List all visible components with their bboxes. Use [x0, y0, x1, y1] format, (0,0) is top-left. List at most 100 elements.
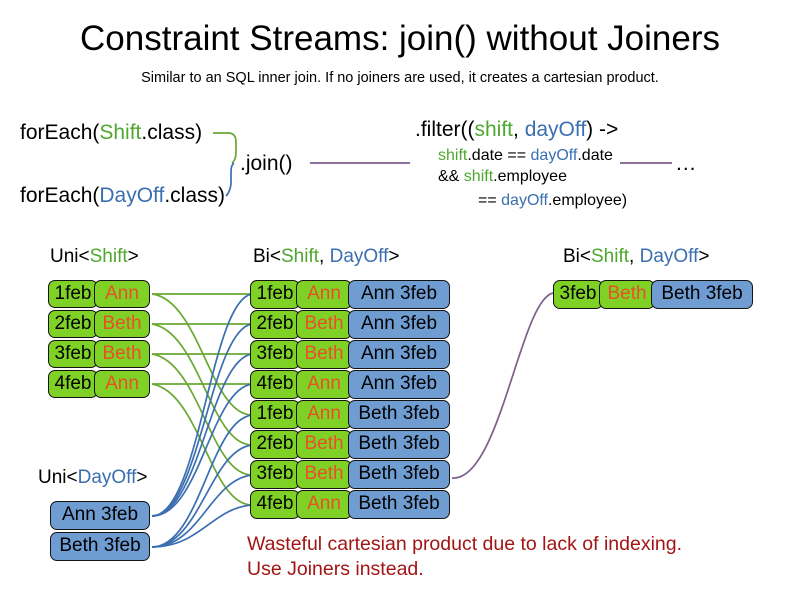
cartesian-name: Beth: [296, 460, 352, 489]
page-title: Constraint Streams: join() without Joine…: [80, 19, 720, 58]
cartesian-card[interactable]: 3feb Beth Ann 3feb: [250, 340, 450, 369]
cartesian-card[interactable]: 4feb Ann Beth 3feb: [250, 490, 450, 519]
code-join-call: .join(): [240, 152, 293, 175]
foreach-shift-type: Shift: [99, 121, 142, 144]
cartesian-date: 1feb: [250, 400, 300, 429]
shift-name: Beth: [94, 310, 150, 338]
filter-l2-shift: shift: [438, 147, 468, 164]
wire-shift-to-join: [213, 132, 237, 164]
cartesian-date: 2feb: [250, 430, 300, 459]
bi-right-prefix: Bi<: [563, 246, 591, 267]
wire-cartesian-to-result: [451, 292, 554, 479]
filter-l3-end: .employee: [493, 168, 567, 185]
filter-param-dayoff: dayOff: [524, 118, 587, 141]
filter-l4-dayoff: dayOff: [501, 192, 548, 209]
shift-date: 1feb: [48, 280, 98, 308]
wire-group-dayoff-to-cartesian: [151, 293, 253, 548]
foreach-dayoff-type: DayOff: [99, 184, 165, 207]
uni-dayoff-type: DayOff: [77, 467, 137, 488]
wire-group-shift-to-cartesian: [151, 293, 253, 506]
cartesian-card[interactable]: 2feb Beth Beth 3feb: [250, 430, 450, 459]
dayoff-card[interactable]: Ann 3feb: [50, 501, 150, 530]
cartesian-name: Ann: [296, 400, 352, 429]
cartesian-date: 3feb: [250, 340, 300, 369]
cartesian-dayoff: Ann 3feb: [348, 280, 450, 309]
shift-name: Ann: [94, 280, 150, 308]
foreach-dayoff-suffix: .class): [164, 184, 226, 207]
uni-shift-type: Shift: [89, 246, 128, 267]
cartesian-name: Beth: [296, 430, 352, 459]
cartesian-dayoff: Beth 3feb: [348, 430, 450, 459]
label-uni-dayoff: Uni<DayOff>: [38, 466, 148, 490]
filter-param-shift: shift: [474, 118, 514, 141]
page-subtitle: Similar to an SQL inner join. If no join…: [141, 70, 659, 86]
shift-card[interactable]: 1feb Ann: [48, 280, 150, 308]
warning-line-1: Wasteful cartesian product due to lack o…: [247, 533, 683, 555]
shift-card[interactable]: 4feb Ann: [48, 370, 150, 398]
dayoff-label: Beth 3feb: [50, 532, 150, 561]
cartesian-dayoff: Beth 3feb: [348, 460, 450, 489]
dayoff-card[interactable]: Beth 3feb: [50, 532, 150, 561]
uni-shift-suffix: >: [127, 246, 139, 267]
result-card[interactable]: 3feb Beth Beth 3feb: [553, 280, 753, 309]
foreach-dayoff-prefix: forEach(: [20, 184, 100, 207]
filter-l3-prefix: &&: [438, 168, 464, 185]
bi-mid-prefix: Bi<: [253, 246, 281, 267]
cartesian-name: Beth: [296, 310, 352, 339]
cartesian-dayoff: Beth 3feb: [348, 400, 450, 429]
filter-l2-mid: .date ==: [467, 147, 531, 164]
cartesian-card[interactable]: 1feb Ann Beth 3feb: [250, 400, 450, 429]
uni-shift-prefix: Uni<: [50, 246, 90, 267]
bi-mid-comma: ,: [319, 246, 330, 267]
cartesian-dayoff: Ann 3feb: [348, 370, 450, 399]
cartesian-card[interactable]: 4feb Ann Ann 3feb: [250, 370, 450, 399]
cartesian-date: 3feb: [250, 460, 300, 489]
uni-dayoff-prefix: Uni<: [38, 467, 78, 488]
foreach-shift-suffix: .class): [141, 121, 203, 144]
cartesian-name: Beth: [296, 340, 352, 369]
bi-mid-type2: DayOff: [329, 246, 389, 267]
bi-mid-type1: Shift: [281, 246, 320, 267]
bi-mid-suffix: >: [388, 246, 400, 267]
label-uni-shift: Uni<Shift>: [50, 245, 139, 269]
cartesian-card[interactable]: 3feb Beth Beth 3feb: [250, 460, 450, 489]
filter-prefix: .filter((: [415, 118, 475, 141]
dayoff-label: Ann 3feb: [50, 501, 150, 530]
label-bi-right: Bi<Shift, DayOff>: [563, 245, 709, 269]
label-bi-middle: Bi<Shift, DayOff>: [253, 245, 399, 269]
foreach-shift-prefix: forEach(: [20, 121, 100, 144]
code-foreach-shift: forEach(Shift.class): [20, 120, 202, 146]
cartesian-name: Ann: [296, 370, 352, 399]
result-date: 3feb: [553, 280, 603, 309]
cartesian-card[interactable]: 1feb Ann Ann 3feb: [250, 280, 450, 309]
cartesian-date: 1feb: [250, 280, 300, 309]
filter-l3-shift: shift: [463, 168, 494, 185]
wire-dayoff-to-join: [225, 162, 235, 197]
shift-name: Beth: [94, 340, 150, 368]
cartesian-date: 4feb: [250, 490, 300, 519]
code-filter-line4: == dayOff.employee): [478, 190, 627, 211]
result-dayoff: Beth 3feb: [651, 280, 753, 309]
bi-right-type2: DayOff: [639, 246, 699, 267]
warning-line-2: Use Joiners instead.: [247, 558, 424, 580]
shift-date: 2feb: [48, 310, 98, 338]
filter-param-comma: ,: [513, 118, 525, 141]
shift-card[interactable]: 2feb Beth: [48, 310, 150, 338]
filter-l4-end: .employee): [547, 192, 628, 209]
filter-arrow: ) ->: [586, 118, 619, 141]
shift-card[interactable]: 3feb Beth: [48, 340, 150, 368]
uni-dayoff-suffix: >: [136, 467, 148, 488]
code-filter-line1: .filter((shift, dayOff) ->: [415, 117, 618, 143]
bi-right-comma: ,: [629, 246, 640, 267]
code-filter-line3: && shift.employee: [438, 166, 567, 187]
shift-name: Ann: [94, 370, 150, 398]
result-name: Beth: [599, 280, 655, 309]
code-foreach-dayoff: forEach(DayOff.class): [20, 183, 225, 209]
cartesian-card[interactable]: 2feb Beth Ann 3feb: [250, 310, 450, 339]
filter-l2-dayoff: dayOff: [530, 147, 578, 164]
filter-l4-prefix: ==: [478, 192, 502, 209]
cartesian-dayoff: Ann 3feb: [348, 340, 450, 369]
cartesian-date: 4feb: [250, 370, 300, 399]
